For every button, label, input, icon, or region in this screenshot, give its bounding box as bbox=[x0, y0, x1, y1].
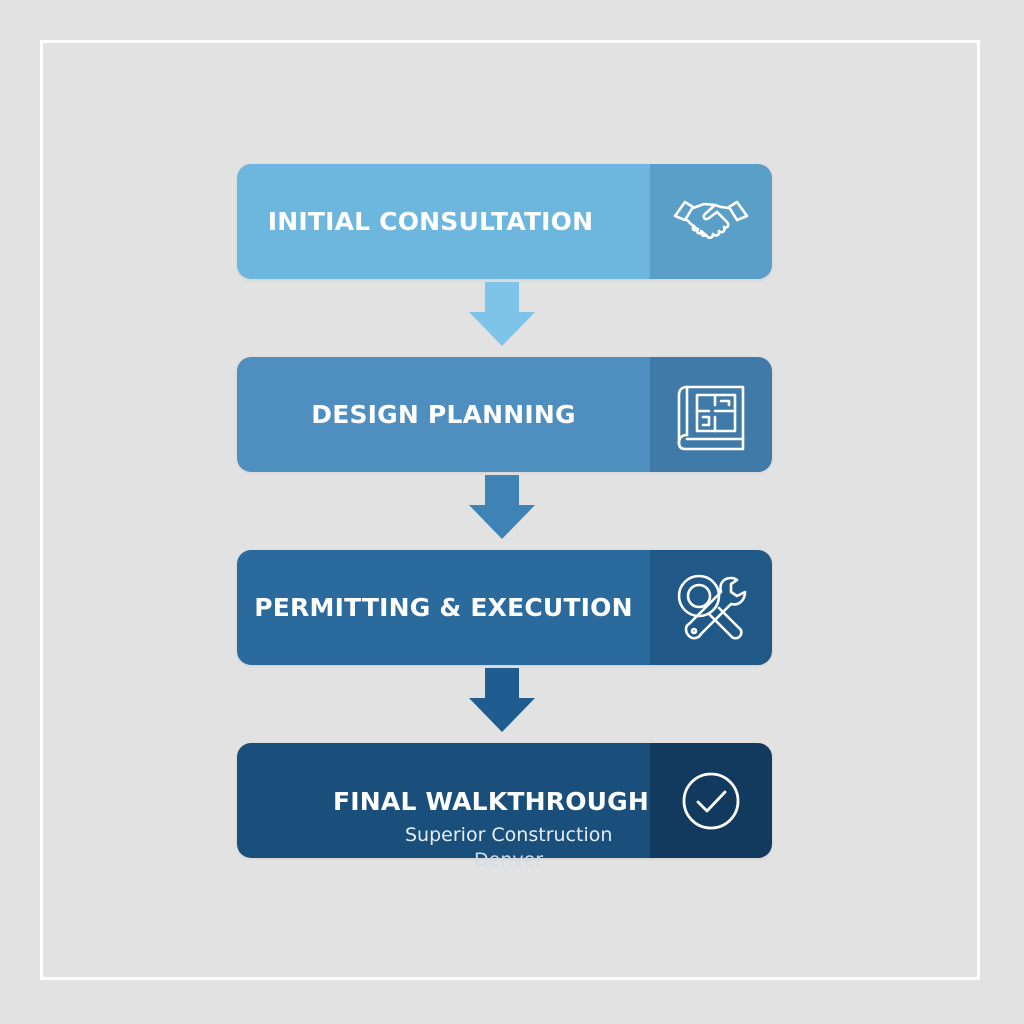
blueprint-icon bbox=[677, 385, 745, 450]
step-main-panel: DESIGN PLANNING bbox=[237, 357, 650, 472]
step-icon-panel bbox=[650, 357, 772, 472]
step-main-panel: PERMITTING & EXECUTION bbox=[237, 550, 650, 665]
company-city: Denver bbox=[474, 849, 544, 871]
step-label: DESIGN PLANNING bbox=[311, 400, 576, 429]
step-icon-panel bbox=[650, 743, 772, 858]
step-design-planning: DESIGN PLANNING bbox=[237, 357, 772, 472]
step-initial-consultation: INITIAL CONSULTATION bbox=[237, 164, 772, 279]
step-main-panel: FINAL WALKTHROUGH bbox=[237, 743, 650, 858]
step-permitting-execution: PERMITTING & EXECUTION bbox=[237, 550, 772, 665]
flow-arrow-2 bbox=[469, 475, 535, 539]
step-label: INITIAL CONSULTATION bbox=[267, 207, 594, 236]
company-name: Superior Construction bbox=[405, 824, 613, 846]
step-final-walkthrough: FINAL WALKTHROUGH bbox=[237, 743, 772, 858]
flow-arrow-1 bbox=[469, 282, 535, 346]
outer-frame bbox=[40, 40, 980, 980]
checkmark-circle-icon bbox=[682, 772, 740, 829]
step-label: PERMITTING & EXECUTION bbox=[254, 593, 633, 622]
tools-icon bbox=[677, 574, 747, 640]
step-icon-panel bbox=[650, 164, 772, 279]
step-label: FINAL WALKTHROUGH bbox=[333, 787, 650, 816]
step-icon-panel bbox=[650, 550, 772, 665]
handshake-icon bbox=[673, 200, 749, 239]
flow-arrow-3 bbox=[469, 668, 535, 732]
step-main-panel: INITIAL CONSULTATION bbox=[237, 164, 650, 279]
